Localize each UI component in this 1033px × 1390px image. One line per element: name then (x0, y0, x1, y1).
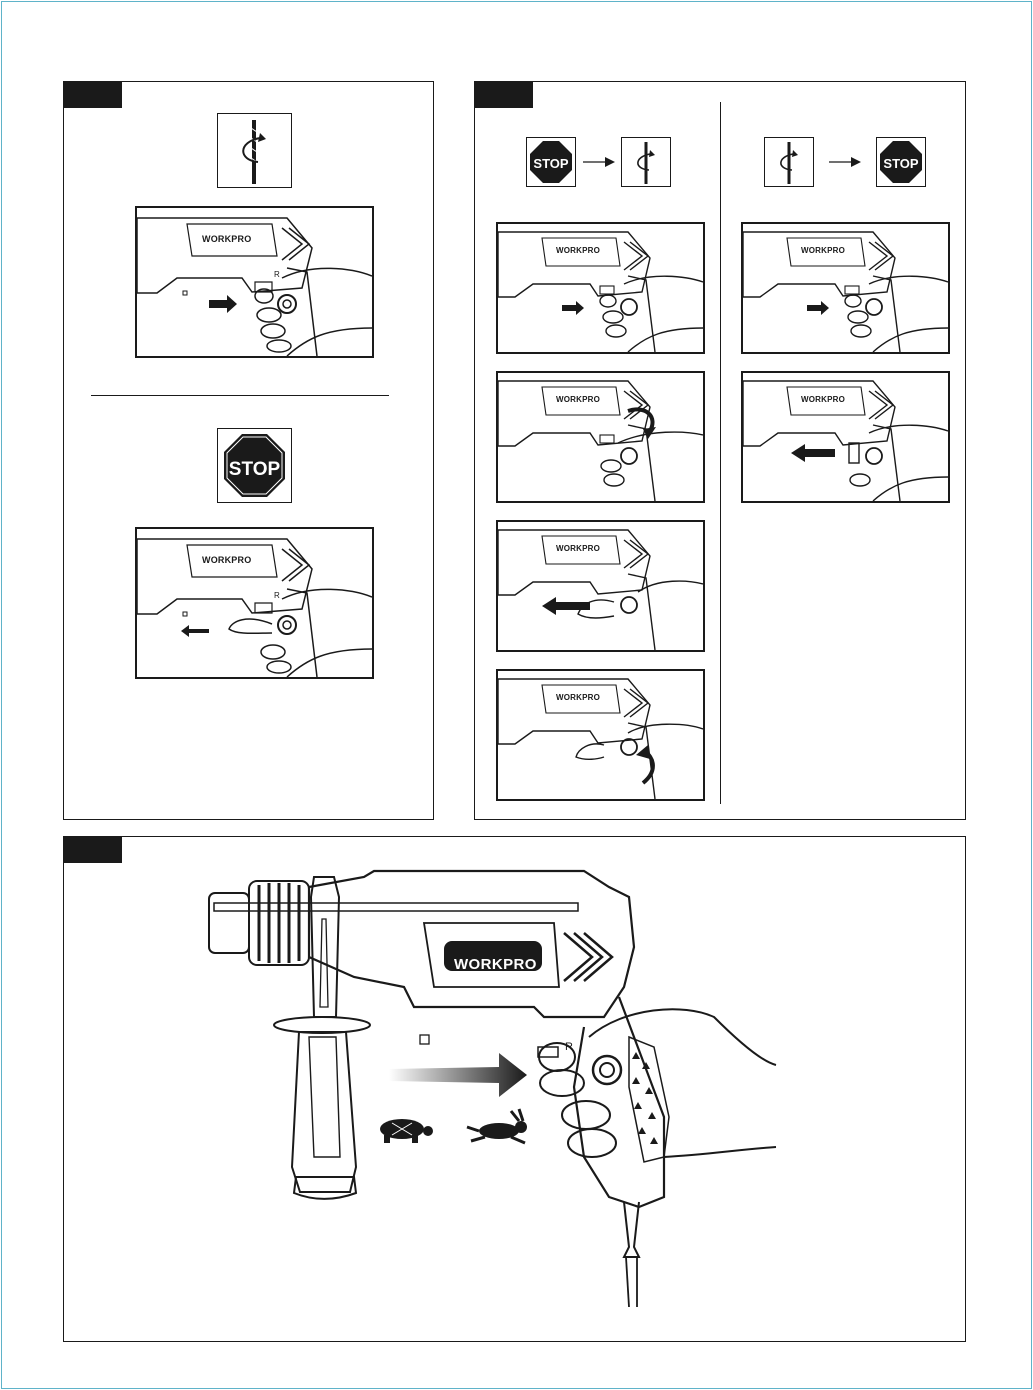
arrow-icon (562, 301, 584, 315)
drill-body-illustration (498, 224, 703, 352)
lock-step-4-photo: WORKPRO (496, 669, 705, 801)
drill-bit-rotation-icon (622, 138, 670, 186)
arrow-icon (829, 156, 861, 168)
unlock-step-2-photo: WORKPRO (741, 371, 950, 503)
brand-label: WORKPRO (801, 246, 845, 255)
lock-step-1-photo: WORKPRO (496, 222, 705, 354)
stop-symbol-box: STOP (217, 428, 292, 503)
turtle-icon (380, 1119, 433, 1143)
stop-symbol-box: STOP (526, 137, 576, 187)
switch-letter: R (274, 270, 280, 279)
drill-body-illustration (137, 529, 372, 677)
stop-sign-icon: STOP (877, 138, 925, 186)
brand-label: WORKPRO (556, 395, 600, 404)
arrow-icon (583, 156, 615, 168)
column-divider (720, 102, 721, 804)
stop-sign-icon: STOP (527, 138, 575, 186)
drill-trigger-release-photo: WORKPRO R (135, 527, 374, 679)
panel-variable-speed: WORKPRO R (63, 836, 966, 1342)
stop-sign-text: STOP (883, 156, 918, 171)
drill-bit-rotation-icon (218, 114, 291, 187)
drill-full-illustration (64, 837, 965, 1341)
drill-trigger-press-photo: WORKPRO R (135, 206, 374, 358)
rotation-symbol-box (621, 137, 671, 187)
brand-label: WORKPRO (556, 693, 600, 702)
switch-letter: R (274, 591, 280, 600)
drill-body-illustration (498, 522, 703, 650)
rabbit-icon (467, 1109, 527, 1143)
rotation-symbol-box (764, 137, 814, 187)
arrow-icon (636, 745, 650, 759)
arrow-icon (807, 301, 829, 315)
drill-body-illustration (498, 373, 703, 501)
brand-label: WORKPRO (454, 956, 537, 973)
lock-step-3-photo: WORKPRO (496, 520, 705, 652)
panel-divider (91, 395, 389, 396)
brand-label: WORKPRO (556, 246, 600, 255)
step-tab (64, 82, 122, 108)
panel-on-off: WORKPRO R STOP WORKPRO R (63, 81, 434, 820)
brand-label: WORKPRO (202, 234, 251, 244)
stop-sign-icon: STOP (218, 429, 291, 502)
stop-symbol-box: STOP (876, 137, 926, 187)
stop-sign-text: STOP (533, 156, 568, 171)
arrow-icon (209, 295, 237, 313)
stop-sign-text: STOP (229, 459, 281, 480)
drill-body-illustration (743, 373, 948, 501)
brand-label: WORKPRO (202, 555, 251, 565)
drill-bit-rotation-icon (765, 138, 813, 186)
rotation-symbol-box (217, 113, 292, 188)
drill-body-illustration (137, 208, 372, 356)
brand-label: WORKPRO (556, 544, 600, 553)
arrow-icon (389, 1053, 527, 1097)
lock-step-2-photo: WORKPRO (496, 371, 705, 503)
switch-letter: R (565, 1041, 573, 1053)
drill-body-illustration (743, 224, 948, 352)
arrow-icon (542, 597, 590, 615)
unlock-step-1-photo: WORKPRO (741, 222, 950, 354)
arrow-icon (791, 444, 835, 462)
brand-label: WORKPRO (801, 395, 845, 404)
step-tab (475, 82, 533, 108)
arrow-icon (181, 625, 209, 637)
panel-lock-button: STOP STOP (474, 81, 966, 820)
drill-body-illustration (498, 671, 703, 799)
